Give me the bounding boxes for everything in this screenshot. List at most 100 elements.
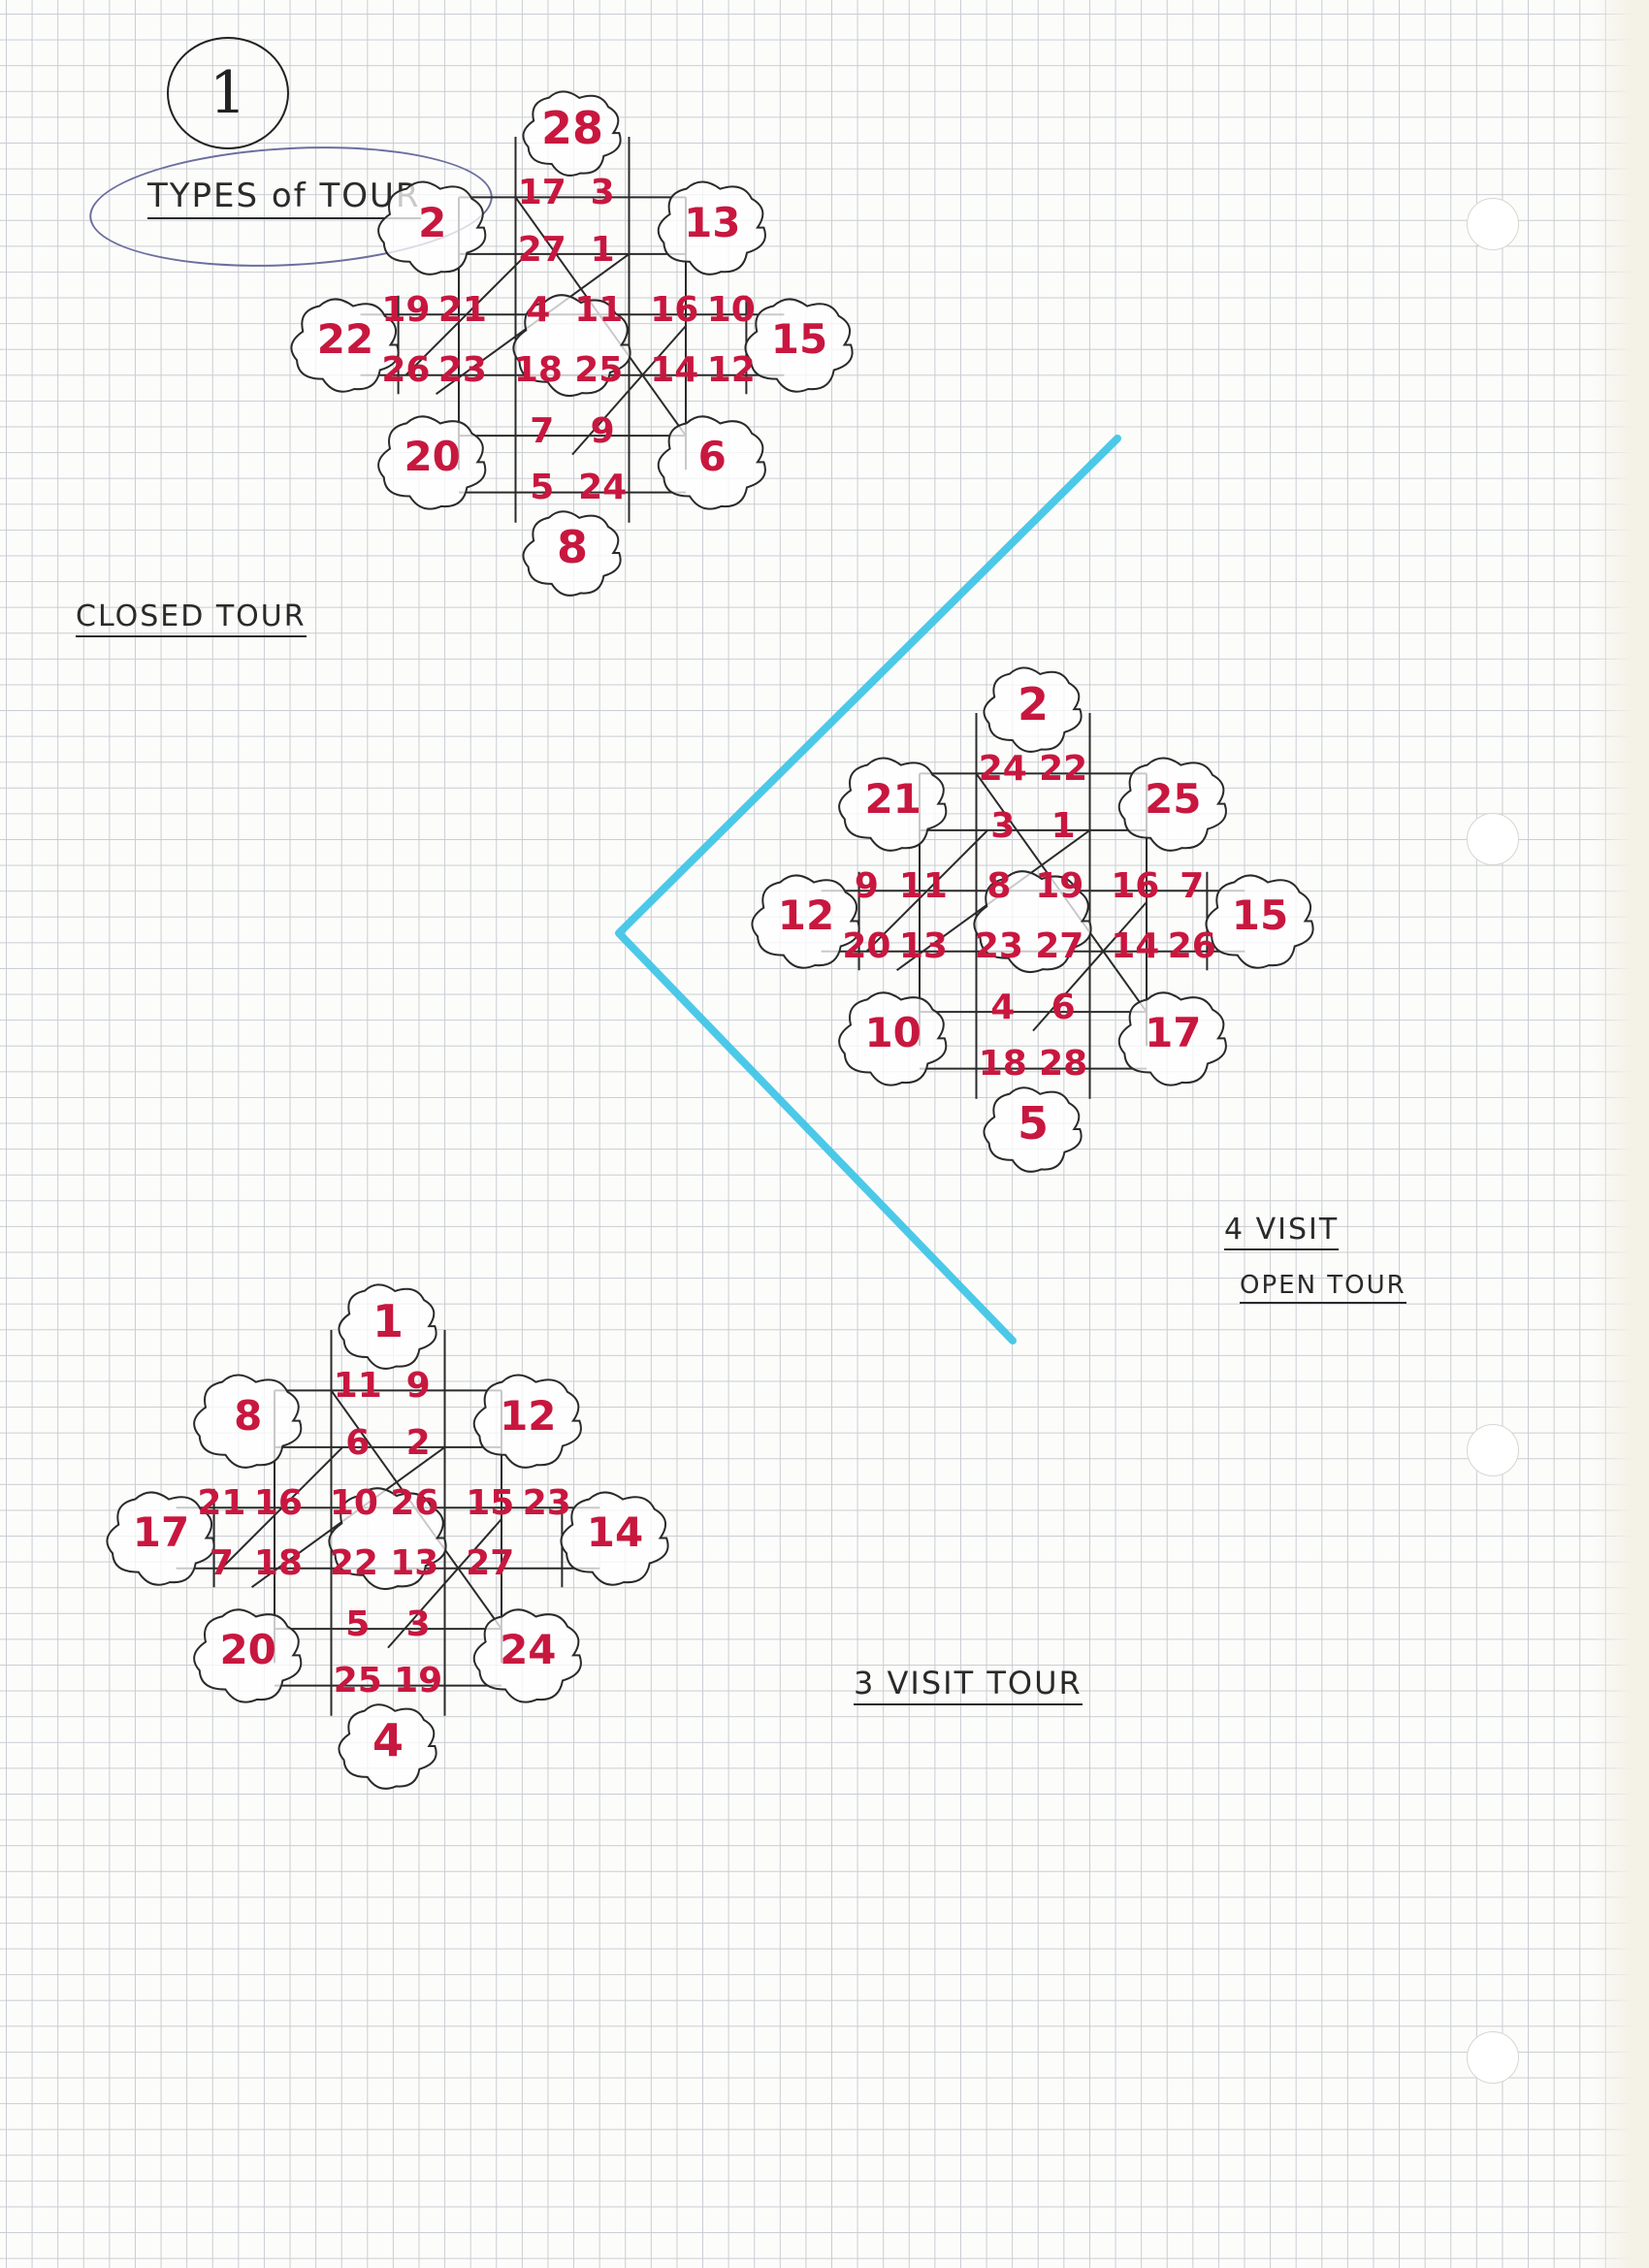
node-number: 20 <box>842 926 891 967</box>
cloud-number: 12 <box>777 891 835 940</box>
node-number: 1 <box>590 229 615 270</box>
node-number: 18 <box>513 350 563 391</box>
node-number: 10 <box>329 1482 378 1523</box>
node-number: 7 <box>530 410 555 451</box>
node-number: 5 <box>345 1604 371 1644</box>
page-title: TYPES of TOUR <box>147 177 421 219</box>
node-number: 23 <box>974 926 1023 967</box>
cloud-number: 25 <box>1145 774 1202 823</box>
cloud-number: 21 <box>864 774 922 823</box>
node-number: 2 <box>405 1422 431 1463</box>
cloud-cell <box>106 1491 215 1586</box>
node-number: 1 <box>1051 805 1076 846</box>
centre-cloud <box>328 1487 447 1590</box>
cloud-number: 12 <box>500 1391 557 1440</box>
cloud-cell <box>838 757 948 852</box>
cloud-number: 14 <box>586 1508 644 1557</box>
node-number: 3 <box>990 805 1016 846</box>
cloud-number: 15 <box>1231 891 1289 940</box>
cloud-number: 20 <box>404 433 461 481</box>
cloud-cell <box>290 298 400 393</box>
node-number: 23 <box>437 350 487 391</box>
node-number: 15 <box>466 1482 515 1523</box>
node-number: 13 <box>898 926 948 967</box>
cloud-cell <box>751 874 860 969</box>
board-diagonal <box>571 325 687 456</box>
cloud-cell <box>1117 757 1227 852</box>
node-number: 21 <box>437 289 487 330</box>
highlighter-chevron <box>615 435 1121 1345</box>
node-number: 27 <box>517 229 566 270</box>
node-number: 18 <box>253 1543 303 1584</box>
closed-tour-label: CLOSED TOUR <box>76 599 307 637</box>
cloud-cell <box>193 1374 303 1469</box>
node-number: 19 <box>394 1661 443 1701</box>
node-number: 23 <box>522 1482 571 1523</box>
punch-hole <box>1467 813 1519 865</box>
node-number: 27 <box>1035 926 1084 967</box>
cloud-cell <box>338 1703 437 1790</box>
node-number: 14 <box>1111 926 1160 967</box>
board-diagonal <box>865 829 988 953</box>
cloud-number: 2 <box>1017 677 1049 730</box>
cloud-cell <box>472 1374 582 1469</box>
node-number: 11 <box>574 289 624 330</box>
node-number: 13 <box>390 1543 439 1584</box>
node-number: 22 <box>329 1543 378 1584</box>
node-number: 3 <box>405 1604 431 1644</box>
node-number: 4 <box>990 987 1016 1027</box>
node-number: 8 <box>986 865 1012 906</box>
node-number: 5 <box>530 468 555 508</box>
node-number: 16 <box>1111 865 1160 906</box>
board-diagonal <box>404 253 528 376</box>
node-number: 25 <box>574 350 624 391</box>
node-number: 19 <box>1035 865 1084 906</box>
cloud-cell <box>472 1608 582 1703</box>
node-number: 6 <box>345 1422 371 1463</box>
cloud-cell <box>522 510 622 597</box>
cloud-cell <box>522 90 622 177</box>
cloud-number: 4 <box>372 1714 404 1767</box>
cloud-cell <box>377 415 487 510</box>
board-diagonal <box>220 1446 343 1570</box>
cloud-number: 15 <box>770 315 828 364</box>
centre-cloud <box>512 294 631 397</box>
board-diagonal <box>387 1518 502 1649</box>
node-number: 10 <box>706 289 756 330</box>
board-diagonal <box>1032 901 1148 1032</box>
node-number: 12 <box>706 350 756 391</box>
node-number: 26 <box>390 1482 439 1523</box>
cloud-number: 1 <box>372 1294 404 1347</box>
cloud-cell <box>657 180 766 275</box>
cloud-cell <box>560 1491 669 1586</box>
cloud-number: 2 <box>418 198 447 246</box>
four-visit-label: 4 VISIT <box>1224 1213 1340 1250</box>
punch-hole <box>1467 198 1519 250</box>
node-number: 25 <box>333 1661 382 1701</box>
cloud-number: 5 <box>1017 1097 1049 1150</box>
node-number: 7 <box>1180 865 1205 906</box>
node-number: 3 <box>590 173 615 213</box>
cloud-cell <box>983 1086 1083 1173</box>
cloud-cell <box>838 991 948 1086</box>
node-number: 11 <box>898 865 948 906</box>
node-number: 26 <box>1167 926 1216 967</box>
cloud-number: 20 <box>219 1626 276 1674</box>
node-number: 11 <box>333 1366 382 1407</box>
node-number: 27 <box>466 1543 515 1584</box>
cloud-cell <box>1205 874 1314 969</box>
node-number: 9 <box>590 410 615 451</box>
node-number: 26 <box>381 350 431 391</box>
cloud-number: 10 <box>864 1009 922 1057</box>
cloud-cell <box>657 415 766 510</box>
cloud-number: 24 <box>500 1626 557 1674</box>
centre-cloud <box>973 870 1092 973</box>
node-number: 4 <box>526 289 551 330</box>
node-number: 7 <box>209 1543 234 1584</box>
node-number: 9 <box>405 1366 431 1407</box>
punch-hole <box>1467 2031 1519 2084</box>
cloud-number: 17 <box>132 1508 190 1557</box>
cloud-number: 8 <box>556 521 588 574</box>
